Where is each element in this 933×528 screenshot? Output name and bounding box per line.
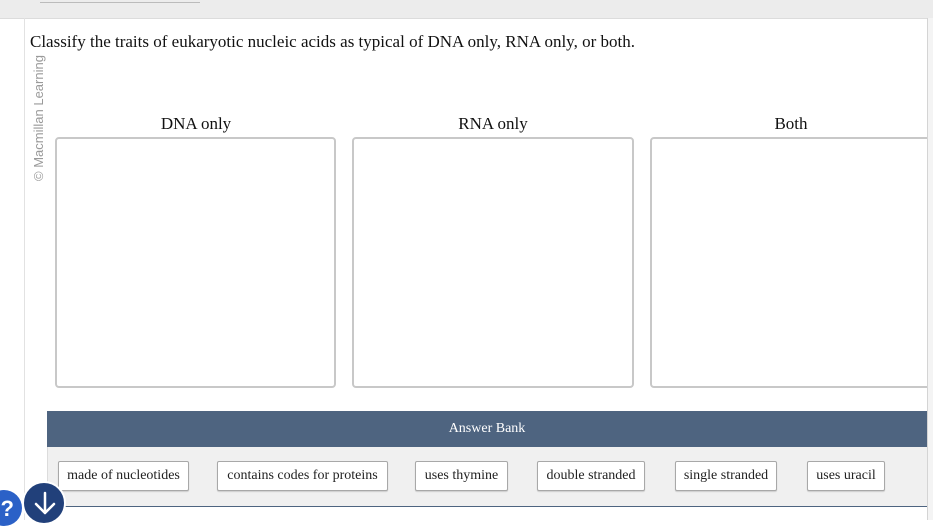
- answer-chip-made-of-nucleotides[interactable]: made of nucleotides: [58, 461, 189, 491]
- top-toolbar-strip: [0, 0, 933, 19]
- left-rail-divider: [24, 18, 25, 520]
- answer-chip-single-stranded[interactable]: single stranded: [675, 461, 777, 491]
- copyright-watermark: © Macmillan Learning: [31, 55, 46, 181]
- help-button[interactable]: ?: [0, 490, 22, 526]
- scroll-down-button[interactable]: [22, 481, 66, 525]
- drop-zone-both[interactable]: [650, 137, 933, 388]
- answer-chip-contains-codes-for-proteins[interactable]: contains codes for proteins: [217, 461, 388, 491]
- right-side-panel: [927, 18, 933, 520]
- drop-zone-rna-only[interactable]: [352, 137, 634, 388]
- drop-zone-dna-only[interactable]: [55, 137, 336, 388]
- help-icon: ?: [0, 496, 14, 521]
- category-title-dna-only: DNA only: [160, 114, 232, 133]
- category-title-rna-only: RNA only: [458, 114, 528, 133]
- answer-chip-uses-thymine[interactable]: uses thymine: [415, 461, 508, 491]
- answer-chip-uses-uracil[interactable]: uses uracil: [807, 461, 885, 491]
- arrow-down-icon: [34, 491, 56, 515]
- question-prompt: Classify the traits of eukaryotic nuclei…: [30, 32, 635, 51]
- answer-bank-header: Answer Bank: [47, 411, 927, 447]
- answer-chip-double-stranded[interactable]: double stranded: [537, 461, 645, 491]
- category-title-both: Both: [774, 114, 808, 133]
